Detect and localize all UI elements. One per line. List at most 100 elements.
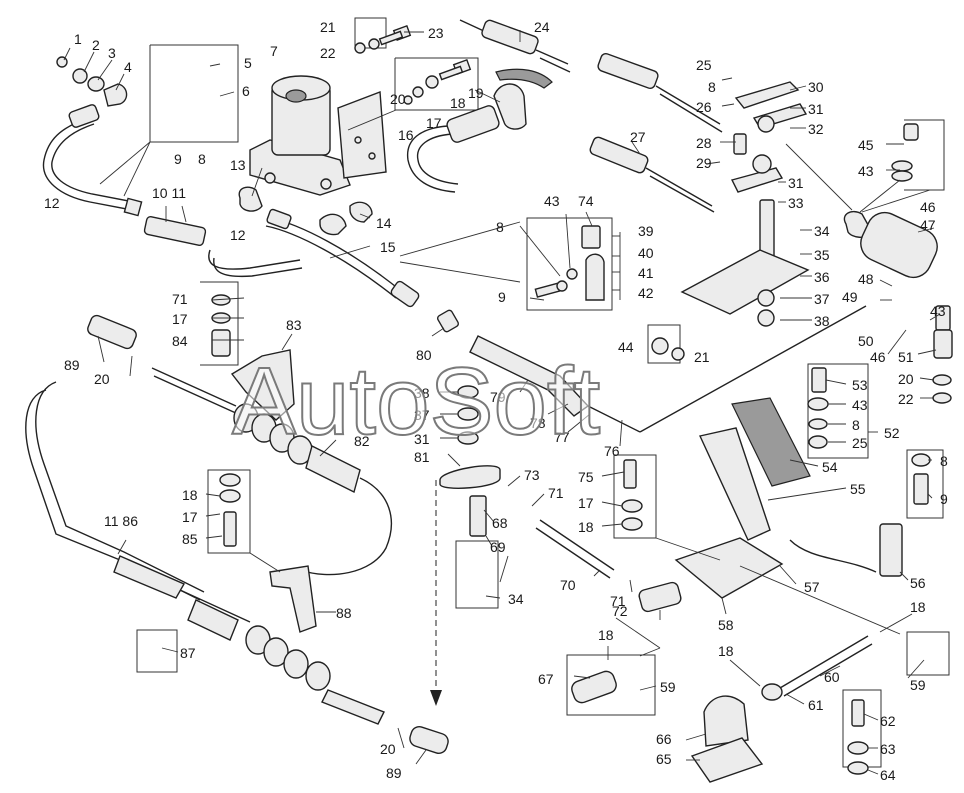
fuel-line-15 — [265, 201, 420, 308]
callout-34: 34 — [814, 223, 830, 239]
callout-20-b: 20 — [898, 371, 914, 387]
callout-50: 50 — [858, 333, 874, 349]
solenoid-47 — [843, 123, 953, 404]
callout-82: 82 — [354, 433, 370, 449]
callout-56: 56 — [910, 575, 926, 591]
callout-67: 67 — [538, 671, 554, 687]
callout-88: 88 — [336, 605, 352, 621]
callout-37-b: 37 — [414, 407, 430, 423]
callout-18-c: 18 — [182, 487, 198, 503]
callout-20-d: 20 — [380, 741, 396, 757]
callout-26: 26 — [696, 99, 712, 115]
cable-24 — [459, 19, 723, 133]
callout-22-b: 22 — [898, 391, 914, 407]
callout-39: 39 — [638, 223, 654, 239]
callout-81: 81 — [414, 449, 430, 465]
reference-arrow — [430, 480, 442, 706]
callout-17-b: 17 — [172, 311, 188, 327]
callout-60: 60 — [824, 669, 840, 685]
callout-64: 64 — [880, 767, 896, 783]
callout-36: 36 — [814, 269, 830, 285]
clip-group — [534, 225, 605, 301]
hose-10-11 — [143, 216, 303, 278]
callout-25-b: 25 — [852, 435, 868, 451]
lever-70 — [219, 459, 682, 704]
callout-84: 84 — [172, 333, 188, 349]
callout-80: 80 — [416, 347, 432, 363]
callout-54: 54 — [822, 459, 838, 475]
callout-14: 14 — [376, 215, 392, 231]
callout-11-86: 11 86 — [104, 513, 138, 529]
callout-76: 76 — [604, 443, 620, 459]
pedal-assembly — [674, 397, 903, 599]
callout-58: 58 — [718, 617, 734, 633]
callout-51: 51 — [898, 349, 914, 365]
callout-18-f: 18 — [910, 599, 926, 615]
callout-62: 62 — [880, 713, 896, 729]
callout-43-c: 43 — [544, 193, 560, 209]
callout-24: 24 — [534, 19, 550, 35]
callout-15: 15 — [380, 239, 396, 255]
callout-28: 28 — [696, 135, 712, 151]
callout-18-d: 18 — [598, 627, 614, 643]
callout-8-c: 8 — [496, 219, 504, 235]
leader-lines — [63, 30, 941, 775]
callout-18-b: 18 — [578, 519, 594, 535]
callout-34-b: 34 — [508, 591, 524, 607]
bolt-53-group — [807, 367, 931, 505]
callout-30: 30 — [808, 79, 824, 95]
callout-16: 16 — [398, 127, 414, 143]
callout-18: 18 — [450, 95, 466, 111]
callout-9-b: 9 — [498, 289, 506, 305]
cable-82 — [25, 314, 393, 601]
callout-labels: 1 2 3 4 5 6 7 8 9 10 11 12 12 13 14 15 1… — [44, 19, 948, 783]
callout-10-11: 10 11 — [152, 185, 186, 201]
callout-20-c: 20 — [94, 371, 110, 387]
callout-35: 35 — [814, 247, 830, 263]
callout-89: 89 — [64, 357, 80, 373]
callout-66: 66 — [656, 731, 672, 747]
callout-9: 9 — [174, 151, 182, 167]
callout-13: 13 — [230, 157, 246, 173]
callout-55: 55 — [850, 481, 866, 497]
callout-40: 40 — [638, 245, 654, 261]
callout-8-e: 8 — [940, 453, 948, 469]
callout-71-b: 71 — [548, 485, 564, 501]
callout-23: 23 — [428, 25, 444, 41]
lever-assembly — [680, 81, 810, 327]
callout-12: 12 — [44, 195, 60, 211]
callout-20: 20 — [390, 91, 406, 107]
callout-8: 8 — [198, 151, 206, 167]
callout-41: 41 — [638, 265, 654, 281]
callout-72: 72 — [612, 603, 628, 619]
group-boxes — [136, 17, 950, 768]
washers-middle — [457, 337, 685, 445]
callout-38-b: 38 — [414, 385, 430, 401]
solenoid-7 — [238, 75, 351, 212]
callout-17-c: 17 — [578, 495, 594, 511]
bracket-16 — [337, 25, 472, 179]
callout-71: 71 — [172, 291, 188, 307]
callout-74: 74 — [578, 193, 594, 209]
callout-38: 38 — [814, 313, 830, 329]
watermark: AutoSoft — [232, 348, 600, 455]
callout-89-b: 89 — [386, 765, 402, 781]
fuel-line-12 — [42, 56, 143, 217]
callout-29: 29 — [696, 155, 712, 171]
callout-43: 43 — [858, 163, 874, 179]
callout-85: 85 — [182, 531, 198, 547]
callout-63: 63 — [880, 741, 896, 757]
hand-pump-19 — [406, 68, 553, 193]
callout-22: 22 — [320, 45, 336, 61]
callout-57: 57 — [804, 579, 820, 595]
callout-33: 33 — [788, 195, 804, 211]
callout-47: 47 — [920, 217, 936, 233]
callout-65: 65 — [656, 751, 672, 767]
callout-19: 19 — [468, 85, 484, 101]
callout-12-b: 12 — [230, 227, 246, 243]
callout-46: 46 — [920, 199, 936, 215]
cable-79 — [436, 305, 867, 433]
callout-1: 1 — [74, 31, 82, 47]
callout-7: 7 — [270, 43, 278, 59]
